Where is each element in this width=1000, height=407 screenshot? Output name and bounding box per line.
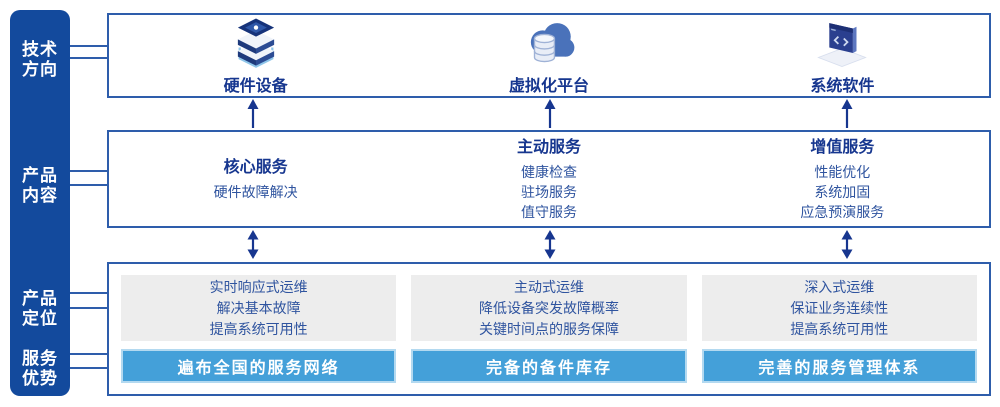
tech-label: 系统软件 — [810, 78, 875, 95]
service-item: 性能优化 — [814, 163, 871, 180]
positioning-point: 深入式运维 — [804, 278, 875, 295]
connector-line — [70, 307, 107, 309]
service-title: 增值服务 — [810, 138, 875, 156]
sidebar-item-service-advantage: 服务 优势 — [22, 349, 58, 388]
product-content-box: 核心服务 硬件故障解决 主动服务 健康检查 驻场服务 值守服务 增值服务 性能优… — [107, 130, 991, 228]
product-positioning-box: 实时响应式运维 解决基本故障 提高系统可用性 遍布全国的服务网络 主动式运维 降… — [107, 262, 991, 396]
tech-column-hardware: 硬件设备 — [109, 15, 402, 96]
double-arrow-icon — [247, 230, 259, 259]
positioning-panel: 实时响应式运维 解决基本故障 提高系统可用性 — [121, 275, 397, 341]
positioning-point: 关键时间点的服务保障 — [478, 320, 619, 337]
positioning-panel: 主动式运维 降低设备突发故障概率 关键时间点的服务保障 — [411, 275, 687, 341]
sidebar-item-product-positioning: 产品 定位 — [22, 289, 58, 328]
tech-direction-box: 硬件设备 虚拟化平台 — [107, 13, 991, 98]
connector-line — [70, 353, 107, 355]
service-title: 核心服务 — [223, 158, 288, 176]
positioning-point: 实时响应式运维 — [209, 278, 308, 295]
positioning-point: 提高系统可用性 — [790, 320, 889, 337]
service-column-core: 核心服务 硬件故障解决 — [109, 132, 402, 226]
service-column-active: 主动服务 健康检查 驻场服务 值守服务 — [402, 132, 695, 226]
positioning-point: 提高系统可用性 — [209, 320, 308, 337]
sidebar-item-product-content: 产品 内容 — [22, 166, 58, 205]
positioning-column-realtime: 实时响应式运维 解决基本故障 提高系统可用性 遍布全国的服务网络 — [121, 275, 397, 383]
positioning-column-indepth: 深入式运维 保证业务连续性 提高系统可用性 完善的服务管理体系 — [701, 275, 977, 383]
double-arrow-icon — [544, 230, 556, 259]
up-arrow-icon — [544, 99, 556, 128]
connector-line — [70, 57, 107, 59]
tech-column-system-software: 系统软件 — [696, 15, 989, 96]
tech-label: 硬件设备 — [223, 78, 288, 95]
service-item: 驻场服务 — [520, 183, 577, 200]
connector-line — [70, 184, 107, 186]
service-item: 硬件故障解决 — [213, 183, 298, 200]
connector-line — [70, 367, 107, 369]
server-stack-icon — [224, 15, 288, 70]
connector-line — [70, 170, 107, 172]
service-item: 值守服务 — [520, 203, 577, 220]
positioning-column-proactive: 主动式运维 降低设备突发故障概率 关键时间点的服务保障 完备的备件库存 — [411, 275, 687, 383]
sidebar: 技术 方向 产品 内容 产品 定位 服务 优势 — [10, 10, 70, 396]
advantage-bar: 完备的备件库存 — [411, 349, 687, 383]
tech-column-virtualization: 虚拟化平台 — [402, 15, 695, 96]
connector-line — [70, 45, 107, 47]
cloud-database-icon — [517, 15, 581, 70]
positioning-point: 保证业务连续性 — [790, 299, 889, 316]
advantage-bar: 完善的服务管理体系 — [701, 349, 977, 383]
positioning-point: 降低设备突发故障概率 — [478, 299, 619, 316]
service-column-value-added: 增值服务 性能优化 系统加固 应急预演服务 — [696, 132, 989, 226]
positioning-panel: 深入式运维 保证业务连续性 提高系统可用性 — [701, 275, 977, 341]
positioning-point: 主动式运维 — [513, 278, 584, 295]
up-arrow-icon — [247, 99, 259, 128]
service-item: 应急预演服务 — [800, 203, 885, 220]
code-window-icon — [810, 15, 874, 70]
double-arrow-icon — [841, 230, 853, 259]
service-item: 系统加固 — [814, 183, 871, 200]
tech-label: 虚拟化平台 — [508, 78, 589, 95]
service-title: 主动服务 — [516, 138, 581, 156]
advantage-bar: 遍布全国的服务网络 — [121, 349, 397, 383]
sidebar-item-tech-direction: 技术 方向 — [22, 40, 58, 79]
positioning-point: 解决基本故障 — [216, 299, 301, 316]
connector-line — [70, 292, 107, 294]
up-arrow-icon — [841, 99, 853, 128]
service-item: 健康检查 — [520, 163, 577, 180]
